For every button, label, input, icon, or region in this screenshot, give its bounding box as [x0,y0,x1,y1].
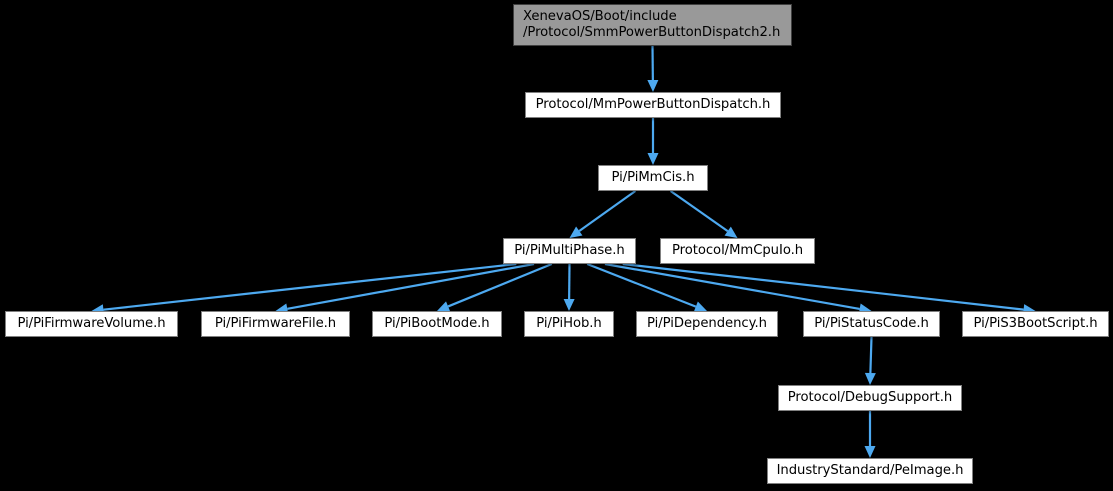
edge-root-to-mmpowerbuttondispatch [647,45,659,92]
node-mmcpuio[interactable]: Protocol/MmCpuIo.h [660,238,815,264]
node-pifirmwarevolume[interactable]: Pi/PiFirmwareVolume.h [5,311,178,337]
node-pimmcis[interactable]: Pi/PiMmCis.h [598,165,708,191]
node-pimultiphase[interactable]: Pi/PiMultiPhase.h [503,238,636,264]
edge-pimultiphase-to-pis3bootscript [622,262,1036,316]
node-pibootmode[interactable]: Pi/PiBootMode.h [372,311,502,337]
edge-pistatuscode-to-debugsupport [864,336,876,385]
edge-pimultiphase-to-pistatuscode [604,262,872,315]
node-pidependency[interactable]: Pi/PiDependency.h [636,311,778,337]
edge-pimmcis-to-mmcpuio [669,190,738,238]
node-smmpowerbuttondispatch2[interactable]: XenevaOS/Boot/include /Protocol/SmmPower… [513,4,792,46]
edge-pimultiphase-to-pifirmwarevolume [91,262,517,316]
node-pifirmwarefile[interactable]: Pi/PiFirmwareFile.h [201,311,350,337]
edge-mmpowerbuttondispatch-to-pimmcis [647,118,659,165]
node-pistatuscode[interactable]: Pi/PiStatusCode.h [803,311,940,337]
node-pihob[interactable]: Pi/PiHob.h [524,311,614,337]
node-mmpowerbuttondispatch[interactable]: Protocol/MmPowerButtonDispatch.h [525,92,781,118]
edge-pimultiphase-to-pifirmwarefile [275,262,535,315]
edge-pimmcis-to-pimultiphase [569,190,637,238]
edge-pimultiphase-to-pibootmode [437,262,553,312]
edge-pimultiphase-to-pidependency [586,262,707,312]
node-pis3bootscript[interactable]: Pi/PiS3BootScript.h [962,311,1109,337]
node-debugsupport[interactable]: Protocol/DebugSupport.h [778,385,962,411]
edge-pimultiphase-to-pihob [563,263,575,311]
node-peimage[interactable]: IndustryStandard/PeImage.h [767,458,973,484]
edge-debugsupport-to-peimage [864,411,876,458]
